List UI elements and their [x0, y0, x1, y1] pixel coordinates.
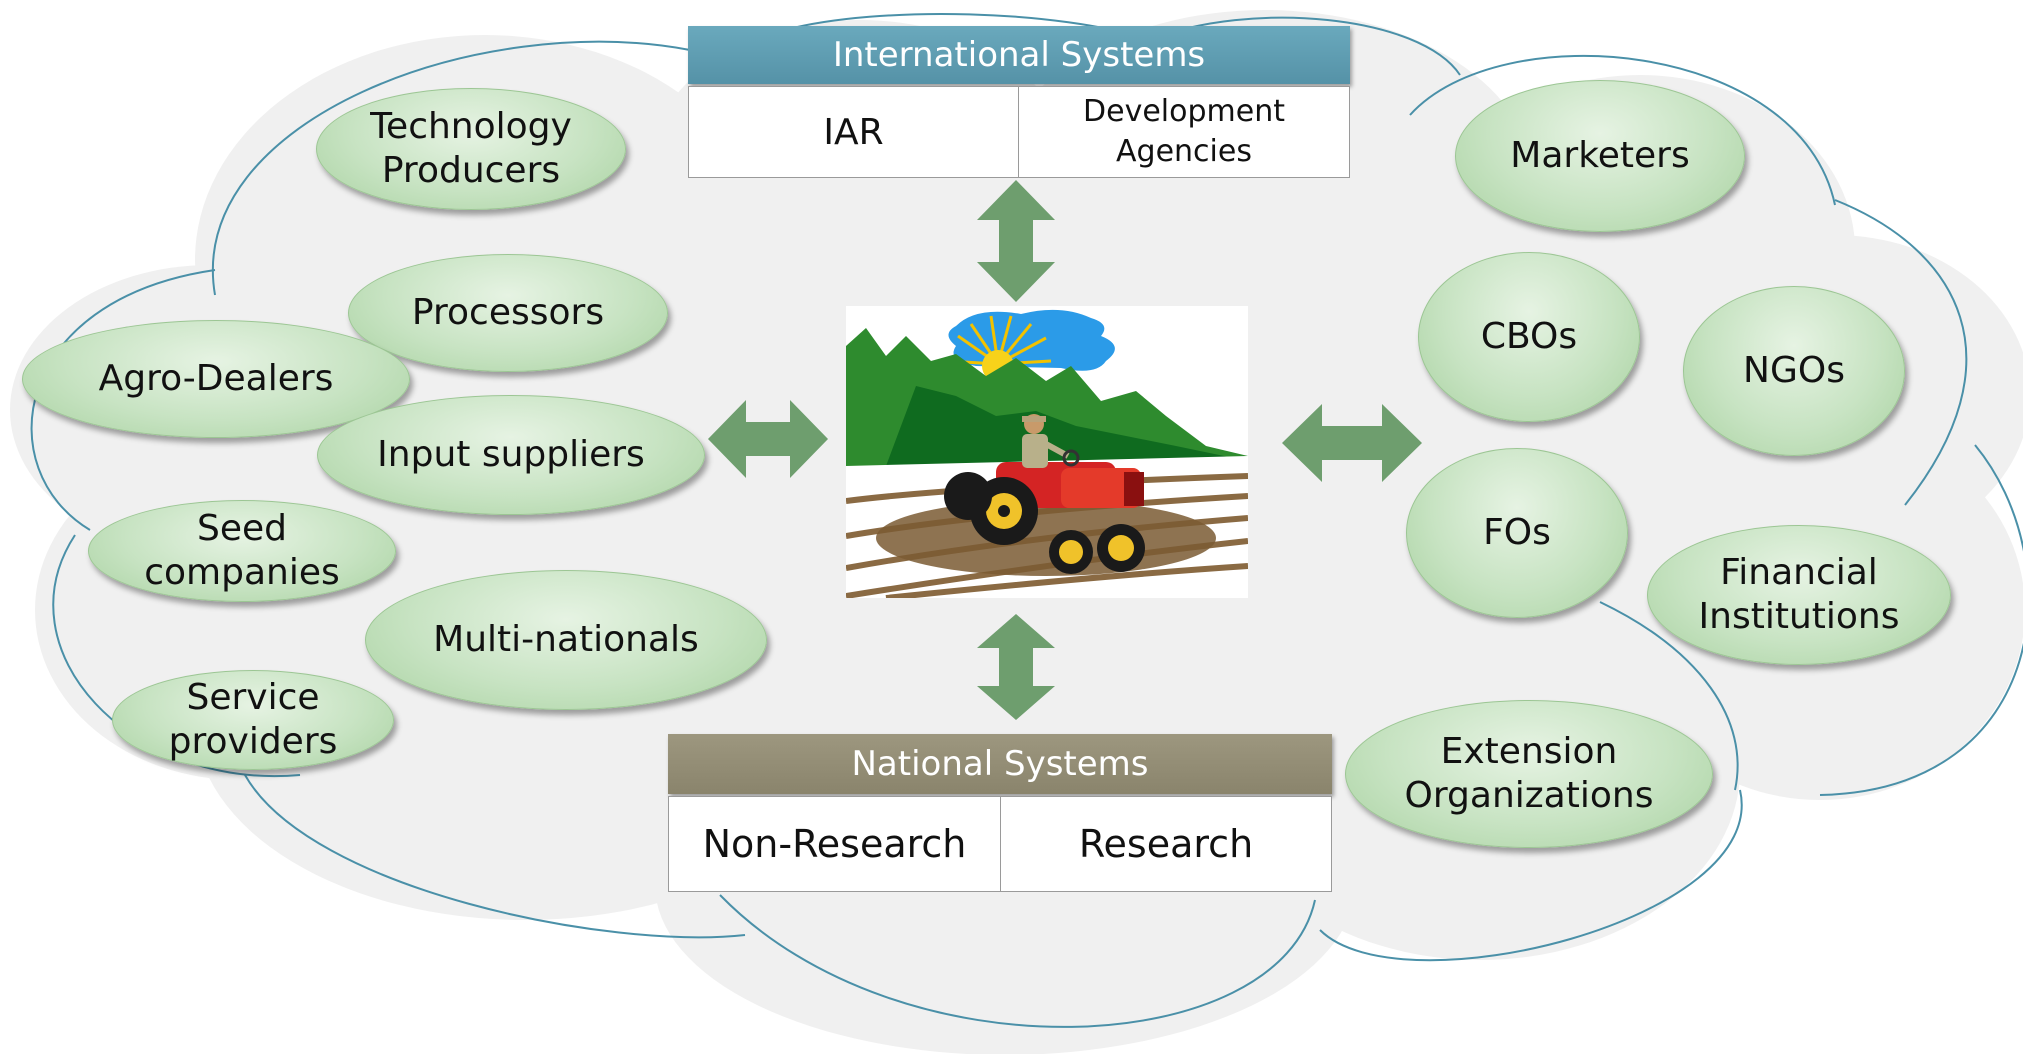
- actor-cbos: CBOs: [1418, 252, 1640, 422]
- actor-input-suppliers: Input suppliers: [317, 395, 705, 515]
- actor-ngos: NGOs: [1683, 286, 1905, 456]
- farmer-on-tractor-icon: [845, 309, 1249, 601]
- actor-financial-institutions: Financial Institutions: [1647, 525, 1951, 665]
- arrow-left-right-right-icon: [1282, 404, 1422, 482]
- actor-service-providers: Service providers: [112, 670, 394, 770]
- research-cell: Research: [1000, 796, 1332, 892]
- national-systems-panel: National Systems Non-Research Research: [668, 734, 1332, 892]
- actor-seed-companies: Seed companies: [88, 500, 396, 602]
- arrow-left-right-left-icon: [708, 400, 828, 478]
- actor-fos: FOs: [1406, 448, 1628, 618]
- iar-cell: IAR: [688, 86, 1019, 178]
- national-systems-title: National Systems: [668, 734, 1332, 794]
- actor-processors: Processors: [348, 254, 668, 372]
- actor-agro-dealers: Agro-Dealers: [22, 320, 410, 438]
- farmer-tractor-image: [845, 306, 1249, 601]
- international-systems-title: International Systems: [688, 26, 1350, 84]
- arrow-up-down-bottom-icon: [977, 614, 1055, 720]
- actor-multi-nationals: Multi-nationals: [365, 570, 767, 710]
- international-systems-panel: International Systems IAR Development Ag…: [688, 26, 1350, 178]
- actor-extension-organizations: Extension Organizations: [1345, 700, 1713, 848]
- arrow-up-down-top-icon: [977, 180, 1055, 302]
- actor-technology-producers: Technology Producers: [316, 88, 626, 210]
- non-research-cell: Non-Research: [668, 796, 1001, 892]
- actor-marketers: Marketers: [1455, 80, 1745, 232]
- development-agencies-cell: Development Agencies: [1018, 86, 1350, 178]
